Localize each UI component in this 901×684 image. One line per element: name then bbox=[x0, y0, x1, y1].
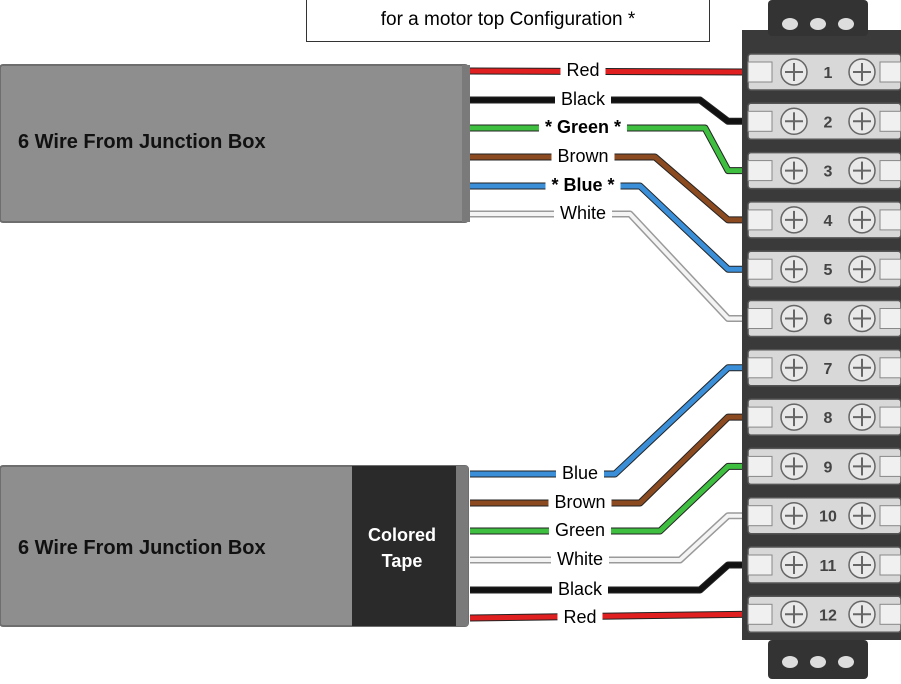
terminal-number: 4 bbox=[824, 213, 833, 230]
configuration-note: for a motor top Configuration * bbox=[306, 0, 710, 42]
wire-label-bottom-green: Green bbox=[548, 521, 612, 540]
terminal-number: 9 bbox=[824, 459, 833, 476]
wire-top-red bbox=[469, 68, 749, 75]
wire-clamp bbox=[747, 61, 773, 83]
wire-clamp bbox=[879, 357, 901, 379]
bottom-cable-title: 6 Wire From Junction Box bbox=[18, 537, 266, 559]
mounting-hole-bottom bbox=[838, 656, 854, 668]
wire-label-bottom-black: Black bbox=[551, 580, 609, 599]
wire-clamp bbox=[747, 603, 773, 625]
wire-clamp bbox=[879, 110, 901, 132]
colored-tape-label: Colored Tape bbox=[367, 525, 436, 571]
wire-clamp bbox=[879, 554, 901, 576]
wire-top-white bbox=[470, 212, 748, 321]
wire-clamp bbox=[747, 357, 773, 379]
mounting-hole-bottom bbox=[782, 656, 798, 668]
mounting-hole-top bbox=[810, 18, 826, 30]
top-cable-title: 6 Wire From Junction Box bbox=[18, 131, 266, 153]
wire-clamp bbox=[747, 505, 773, 527]
wire-clamp bbox=[747, 160, 773, 182]
terminal-number: 12 bbox=[819, 607, 837, 624]
cables-layer bbox=[0, 64, 470, 627]
terminal-2: 2 bbox=[747, 102, 901, 141]
wire-clamp bbox=[879, 258, 901, 280]
colored-tape bbox=[352, 466, 456, 626]
wire-label-bottom-blue: Blue bbox=[555, 464, 605, 483]
terminal-1: 1 bbox=[747, 53, 901, 91]
wire-label-top-brown: Brown bbox=[551, 147, 615, 166]
top-cable-sheath-end bbox=[462, 65, 470, 222]
terminal-number: 1 bbox=[824, 65, 833, 82]
wire-bottom-red bbox=[469, 611, 749, 621]
terminal-12: 12 bbox=[747, 595, 901, 634]
wire-bottom-blue bbox=[470, 365, 748, 477]
terminal-7: 7 bbox=[747, 349, 901, 387]
terminal-11: 11 bbox=[747, 546, 901, 584]
terminal-8: 8 bbox=[747, 398, 901, 436]
wire-clamp bbox=[879, 160, 901, 182]
terminal-4: 4 bbox=[747, 201, 901, 239]
bottom-cable-sheath-end bbox=[456, 466, 468, 626]
terminal-9: 9 bbox=[747, 447, 901, 486]
mounting-hole-top bbox=[782, 18, 798, 30]
wire-clamp bbox=[879, 61, 901, 83]
wire-label-top-green: * Green * bbox=[538, 118, 628, 137]
wire-label-top-blue: * Blue * bbox=[545, 176, 621, 195]
wire-clamp bbox=[879, 406, 901, 428]
wire-label-bottom-white: White bbox=[550, 550, 610, 569]
wire-clamp bbox=[879, 308, 901, 329]
wire-clamp bbox=[747, 554, 773, 576]
terminal-number: 5 bbox=[824, 262, 833, 279]
wire-clamp bbox=[747, 209, 773, 231]
wire-clamp bbox=[747, 455, 773, 477]
wire-clamp bbox=[747, 406, 773, 428]
wire-label-bottom-brown: Brown bbox=[548, 493, 612, 512]
wire-clamp bbox=[879, 455, 901, 477]
terminal-3: 3 bbox=[747, 151, 901, 190]
terminal-6: 6 bbox=[747, 299, 901, 338]
terminal-number: 7 bbox=[824, 361, 833, 378]
wire-label-top-red: Red bbox=[560, 61, 606, 80]
terminal-number: 2 bbox=[824, 114, 833, 131]
wire-clamp bbox=[879, 209, 901, 231]
terminal-number: 6 bbox=[824, 312, 833, 329]
wire-clamp bbox=[747, 110, 773, 132]
terminal-5: 5 bbox=[747, 250, 901, 288]
wire-label-top-white: White bbox=[553, 204, 613, 223]
wire-label-bottom-red: Red bbox=[557, 608, 603, 627]
wire-top-white-outline bbox=[470, 210, 748, 322]
terminal-number: 11 bbox=[820, 558, 837, 575]
terminal-number: 3 bbox=[824, 164, 833, 181]
wire-clamp bbox=[879, 505, 901, 527]
mounting-hole-bottom bbox=[810, 656, 826, 668]
terminal-10: 10 bbox=[747, 496, 901, 535]
terminal-number: 10 bbox=[819, 509, 837, 526]
wire-clamp bbox=[747, 308, 773, 329]
wire-label-top-black: Black bbox=[554, 90, 612, 109]
mounting-hole-top bbox=[838, 18, 854, 30]
configuration-note-text: for a motor top Configuration * bbox=[380, 9, 636, 30]
terminal-number: 8 bbox=[824, 410, 833, 427]
wire-bottom-blue-outline bbox=[470, 364, 748, 478]
wire-clamp bbox=[747, 258, 773, 280]
wire-clamp bbox=[879, 603, 901, 625]
